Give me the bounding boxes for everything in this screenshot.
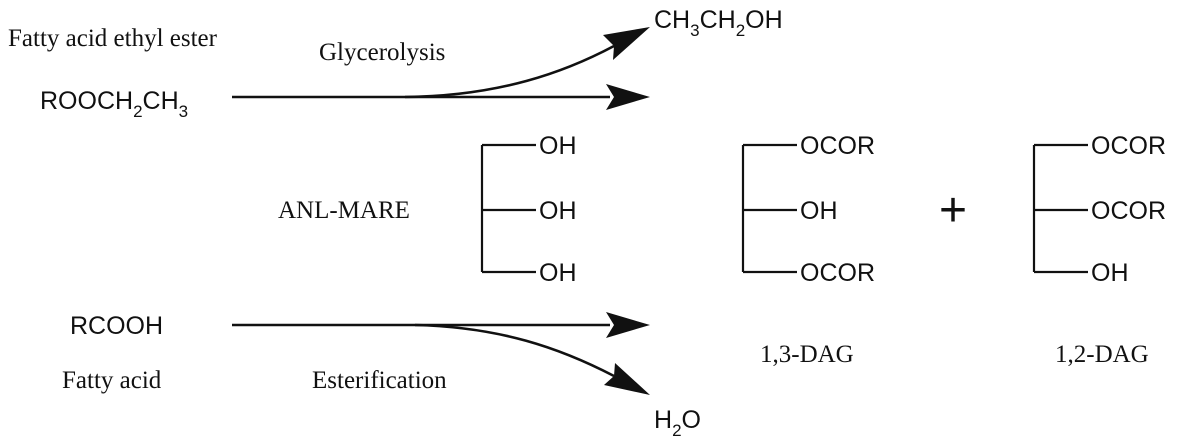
bottom-main-arrow-head [606, 312, 650, 338]
water-formula: H2O [654, 406, 701, 440]
top-branch-arrow-shaft [404, 44, 615, 99]
dag13-group-3: OCOR [800, 259, 875, 287]
fatty-acid-ethyl-ester-label: Fatty acid ethyl ester [8, 25, 218, 52]
glycerol-structure: OH OH OH [480, 132, 577, 287]
bottom-branch-arrow-shaft [414, 323, 615, 378]
top-main-arrow-head [606, 84, 650, 110]
plus-sign: + [939, 184, 967, 237]
top-branch-arrow-head [603, 27, 650, 60]
dag-13-structure: OCOR OH OCOR [741, 132, 875, 287]
ethanol-formula: CH3CH2OH [654, 6, 783, 40]
dag12-group-3: OH [1091, 259, 1129, 287]
dag13-group-1: OCOR [800, 132, 875, 160]
glycerolysis-arrows [232, 27, 650, 110]
dag12-group-1: OCOR [1091, 132, 1166, 160]
esterification-arrows [232, 312, 650, 395]
dag12-label: 1,2-DAG [1055, 341, 1149, 368]
dag-12-structure: OCOR OCOR OH [1032, 132, 1166, 287]
fatty-acid-formula: RCOOH [70, 312, 163, 340]
dag12-group-2: OCOR [1091, 197, 1166, 225]
bottom-branch-arrow-head [604, 363, 650, 395]
ethyl-ester-formula: ROOCH2CH3 [40, 87, 188, 121]
esterification-label: Esterification [312, 367, 447, 394]
glycerol-group-2: OH [539, 197, 577, 225]
glycerol-group-3: OH [539, 259, 577, 287]
glycerol-group-1: OH [539, 132, 577, 160]
fatty-acid-label: Fatty acid [62, 367, 162, 394]
catalyst-label: ANL-MARE [278, 197, 410, 224]
dag13-group-2: OH [800, 197, 838, 225]
glycerolysis-label: Glycerolysis [319, 39, 445, 66]
dag13-label: 1,3-DAG [760, 341, 854, 368]
